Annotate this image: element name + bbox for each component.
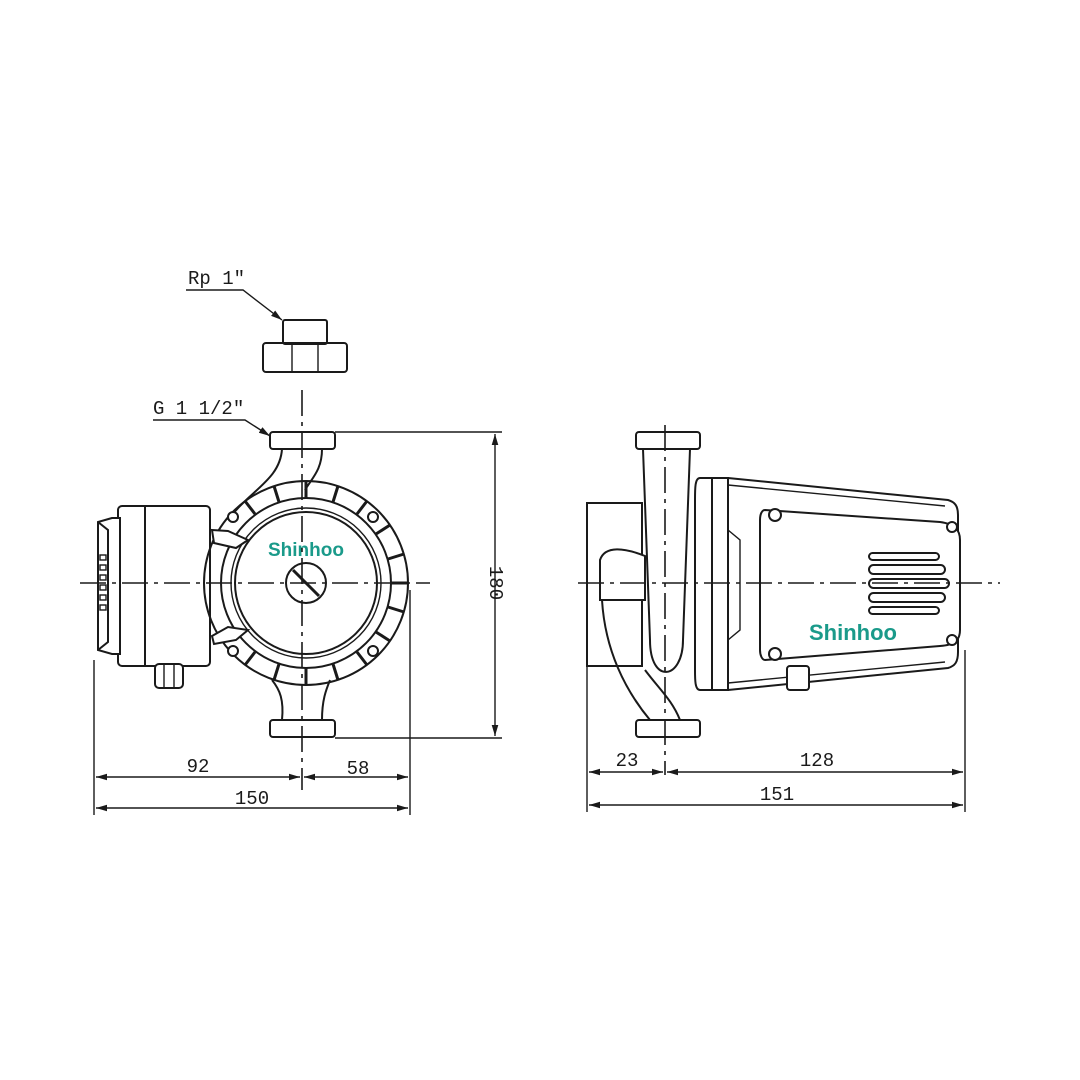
dim-150: 150	[235, 788, 269, 810]
cable-gland	[154, 663, 184, 689]
flange-leader	[153, 419, 271, 437]
brand-logo-front: Shinhoo	[268, 540, 344, 561]
side-cable-gland	[786, 665, 810, 691]
lower-pipe	[271, 679, 331, 721]
motor-housing: Shinhoo	[694, 477, 961, 691]
flange-thread-label: G 1 1/2"	[153, 398, 244, 420]
side-dimensions: 23 128 151	[586, 650, 966, 812]
outlet-thread-label: Rp 1"	[188, 268, 245, 290]
front-view: Rp 1" G 1 1/2"	[80, 268, 506, 815]
dim-23: 23	[616, 750, 639, 772]
dim-151: 151	[760, 784, 794, 806]
dim-92: 92	[187, 756, 210, 778]
side-view: Shinhoo 23 128 151	[578, 425, 1000, 812]
side-bottom-flange	[635, 719, 701, 738]
brand-logo-side: Shinhoo	[809, 620, 897, 645]
motor-cover	[759, 508, 961, 662]
dim-180: 180	[484, 566, 506, 600]
side-top-flange	[635, 431, 701, 450]
dim-58: 58	[347, 758, 370, 780]
dim-128: 128	[800, 750, 834, 772]
outlet-leader	[186, 289, 283, 321]
front-dimensions: 92 58 150 180	[93, 431, 506, 815]
side-pipe	[641, 448, 692, 673]
control-box	[97, 505, 211, 689]
upper-pipe	[227, 448, 323, 521]
union-fitting	[262, 319, 348, 373]
